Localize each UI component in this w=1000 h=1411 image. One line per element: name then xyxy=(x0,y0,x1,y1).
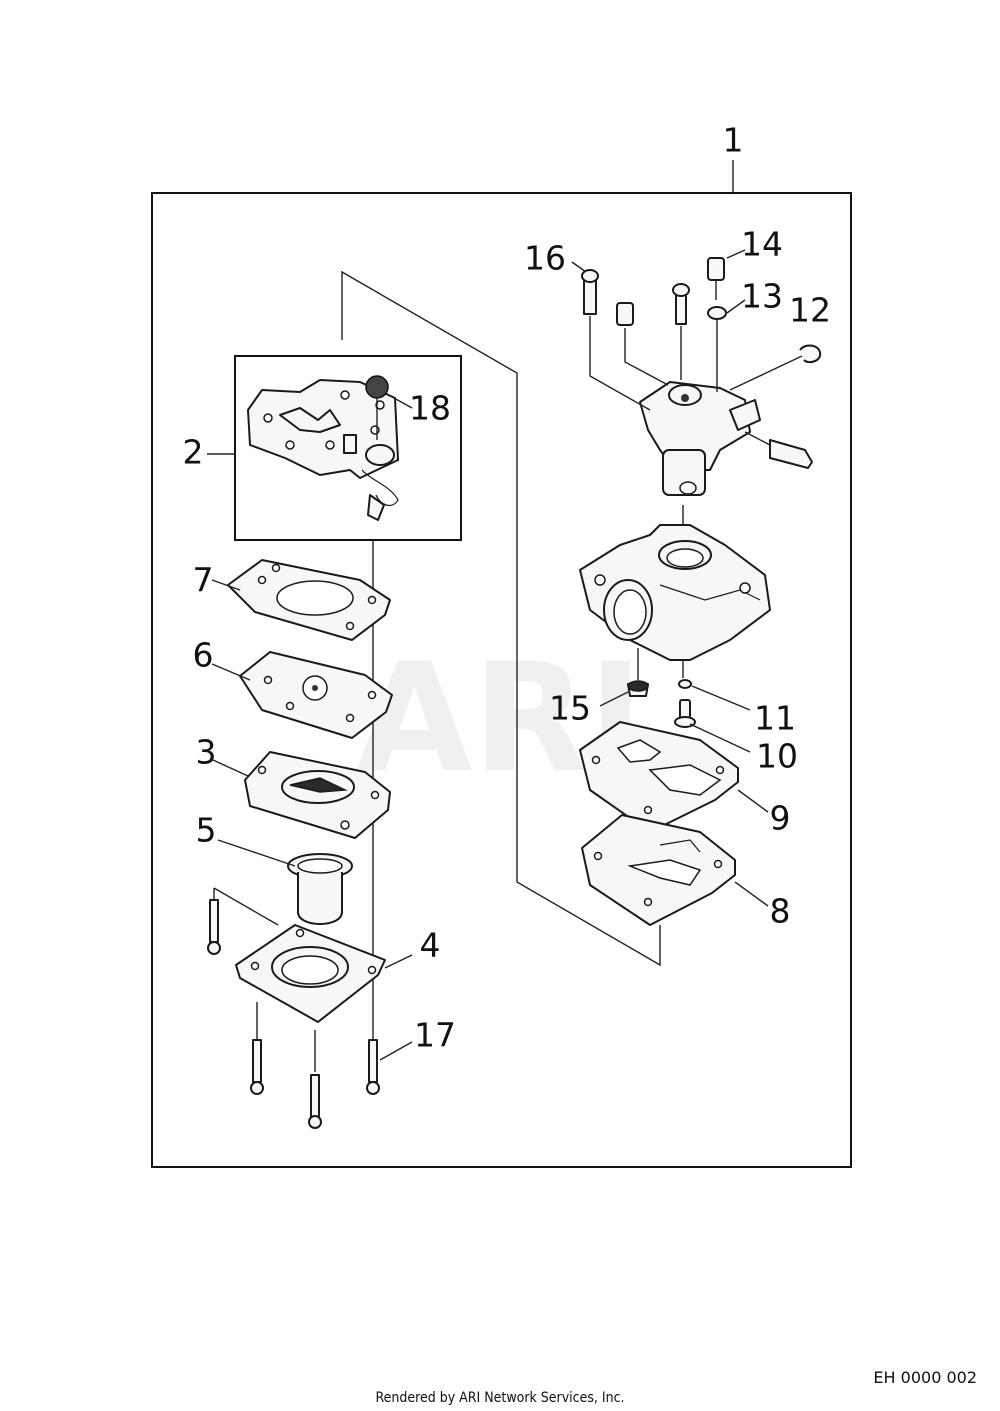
callout-3: 3 xyxy=(196,733,217,772)
callout-18: 18 xyxy=(409,389,451,428)
part-4-cover xyxy=(213,887,413,1023)
part-7-gasket xyxy=(211,559,391,641)
part-8-diaphragm xyxy=(581,814,769,926)
callout-1: 1 xyxy=(723,121,744,160)
part-6-diaphragm xyxy=(211,651,393,739)
part-9-gasket xyxy=(579,721,769,833)
callout-6: 6 xyxy=(193,636,214,675)
part-3-pump-body xyxy=(212,751,391,839)
throttle-lever-assembly xyxy=(571,249,822,496)
callout-2: 2 xyxy=(183,433,204,472)
callout-16: 16 xyxy=(524,239,566,278)
document-code: EH 0000 002 xyxy=(873,1368,977,1387)
callout-8: 8 xyxy=(770,892,791,931)
carburetor-body xyxy=(579,524,771,680)
callout-7: 7 xyxy=(193,561,214,600)
callout-12: 12 xyxy=(789,291,831,330)
callout-10: 10 xyxy=(756,737,798,776)
part-2-box xyxy=(207,355,462,541)
callout-15: 15 xyxy=(549,689,591,728)
footer-credit: Rendered by ARI Network Services, Inc. xyxy=(375,1390,625,1406)
assembly-frame xyxy=(151,160,852,1168)
callout-13: 13 xyxy=(741,277,783,316)
screws-left xyxy=(207,899,413,1129)
callout-11: 11 xyxy=(754,699,796,738)
callout-9: 9 xyxy=(770,799,791,838)
callout-5: 5 xyxy=(196,811,217,850)
callout-4: 4 xyxy=(420,926,441,965)
part-callouts: 1 2 3 4 5 6 7 8 9 10 11 12 13 14 15 16 1… xyxy=(183,121,832,1055)
part-5-primer-bulb xyxy=(217,839,353,925)
callout-14: 14 xyxy=(741,225,783,264)
small-parts-15-11-10 xyxy=(599,679,751,753)
callout-17: 17 xyxy=(414,1016,456,1055)
